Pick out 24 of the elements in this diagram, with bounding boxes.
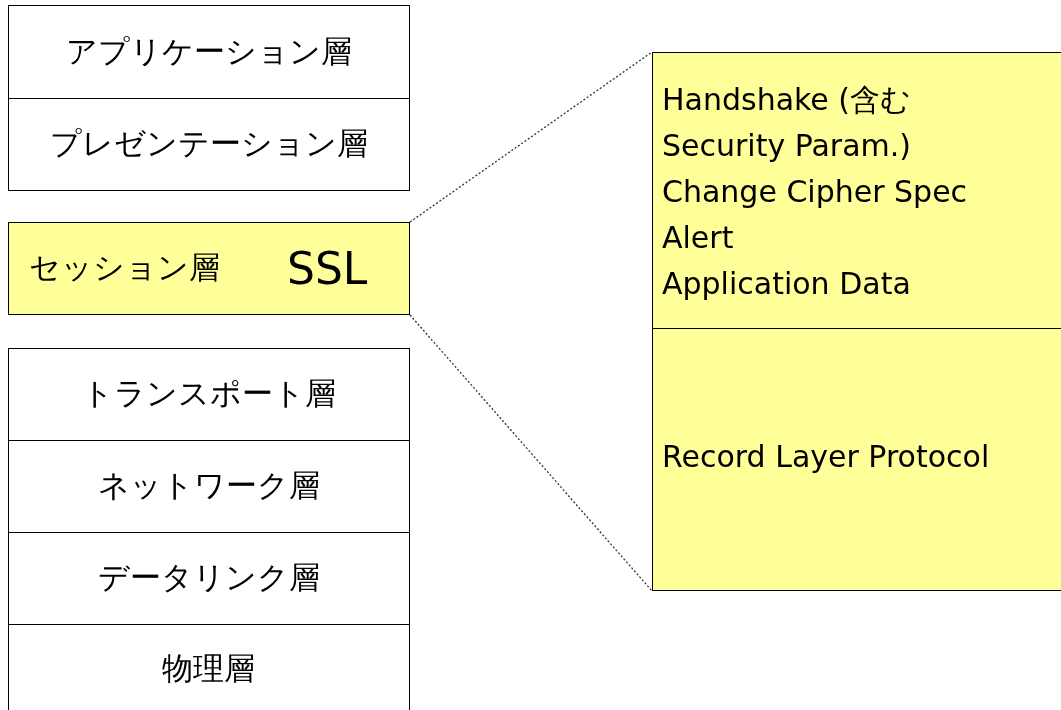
layer-label: セッション層 bbox=[29, 248, 220, 287]
layer-box bbox=[8, 5, 410, 99]
protocol-label: Handshake (含むSecurity Param.) bbox=[662, 81, 913, 165]
zoom-line bbox=[409, 314, 653, 592]
protocol-label: Application Data bbox=[662, 265, 912, 303]
protocol-label: Record Layer Protocol bbox=[662, 437, 991, 476]
layer-box bbox=[8, 98, 410, 191]
protocol-box bbox=[652, 328, 1061, 591]
layer-label: ネットワーク層 bbox=[97, 466, 320, 505]
layer-box bbox=[8, 532, 410, 625]
protocol-label: Alert bbox=[662, 219, 735, 257]
layer-label: トランスポート層 bbox=[81, 374, 336, 413]
layer-label: アプリケーション層 bbox=[65, 31, 352, 71]
protocol-label: SSL bbox=[287, 242, 368, 294]
session-layer-box bbox=[8, 222, 410, 315]
protocol-box bbox=[652, 52, 1061, 329]
zoom-line bbox=[409, 51, 653, 223]
protocol-label: Change Cipher Spec bbox=[662, 173, 969, 211]
layer-label: データリンク層 bbox=[97, 558, 320, 597]
layer-box bbox=[8, 348, 410, 441]
layer-label: プレゼンテーション層 bbox=[49, 124, 368, 163]
layer-box bbox=[8, 440, 410, 533]
layer-label: 物理層 bbox=[162, 648, 255, 688]
layer-box bbox=[8, 624, 410, 710]
